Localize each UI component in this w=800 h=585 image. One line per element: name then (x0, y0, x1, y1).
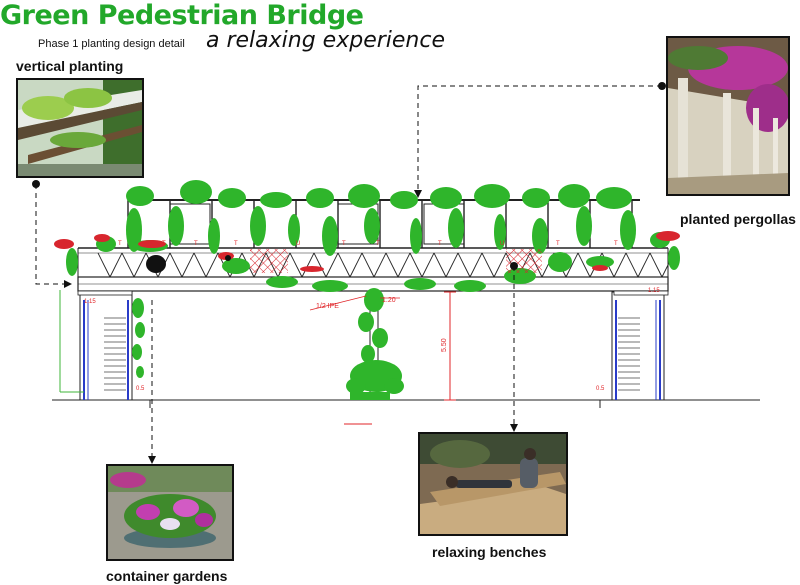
page-subtitle: Phase 1 planting design detail (38, 38, 185, 50)
left-stair-tower (59, 290, 133, 401)
height-label: 5.50 (441, 338, 448, 352)
label-vertical-planting: vertical planting (16, 58, 124, 74)
rail-mark: T (614, 241, 618, 247)
span-label: 1.20 (382, 297, 396, 304)
right-top-label: 1.15 (648, 288, 660, 294)
left-bottom-label: 0.5 (136, 386, 145, 392)
rail-mark: T (194, 241, 198, 247)
right-bottom-label: 0.5 (596, 386, 605, 392)
tagline: a relaxing experience (206, 28, 446, 53)
label-container-gardens: container gardens (106, 568, 228, 584)
rail-mark: U (500, 241, 504, 247)
dimension-lines (309, 291, 456, 425)
rail-mark: T (162, 241, 166, 247)
left-top-label: 1.15 (84, 299, 96, 305)
rail-mark: U (296, 241, 300, 247)
rail-mark: T (234, 241, 238, 247)
rail-mark: T (556, 241, 560, 247)
rail-mark: T (438, 241, 442, 247)
pergola-frames (127, 199, 640, 248)
vertical-planting-photo (16, 78, 144, 178)
rail-mark: T (376, 241, 380, 247)
truss-rail (77, 247, 669, 277)
label-relaxing-benches: relaxing benches (432, 544, 547, 560)
page-title: Green Pedestrian Bridge (0, 0, 364, 31)
planted-pergollas-photo (666, 36, 790, 196)
rail-mark: T (342, 241, 346, 247)
truss-diagonals (97, 252, 675, 278)
right-stair-tower (611, 291, 665, 401)
anchor-dot-icons (32, 82, 666, 270)
dashed-leader-arrow-icons (64, 190, 518, 464)
leader-lines (35, 85, 662, 456)
center-vine-column (346, 288, 404, 400)
planter-dots (146, 255, 231, 273)
tower-vines (66, 232, 680, 378)
container-gardens-photo (106, 464, 234, 561)
relaxing-benches-photo (418, 432, 568, 536)
flower-accents (54, 231, 680, 272)
label-planted-pergollas: planted pergollas (680, 211, 796, 227)
beam-label: 1/2 IPE (316, 303, 339, 310)
rail-mark: T (118, 241, 122, 247)
vine-greenery (96, 180, 636, 292)
